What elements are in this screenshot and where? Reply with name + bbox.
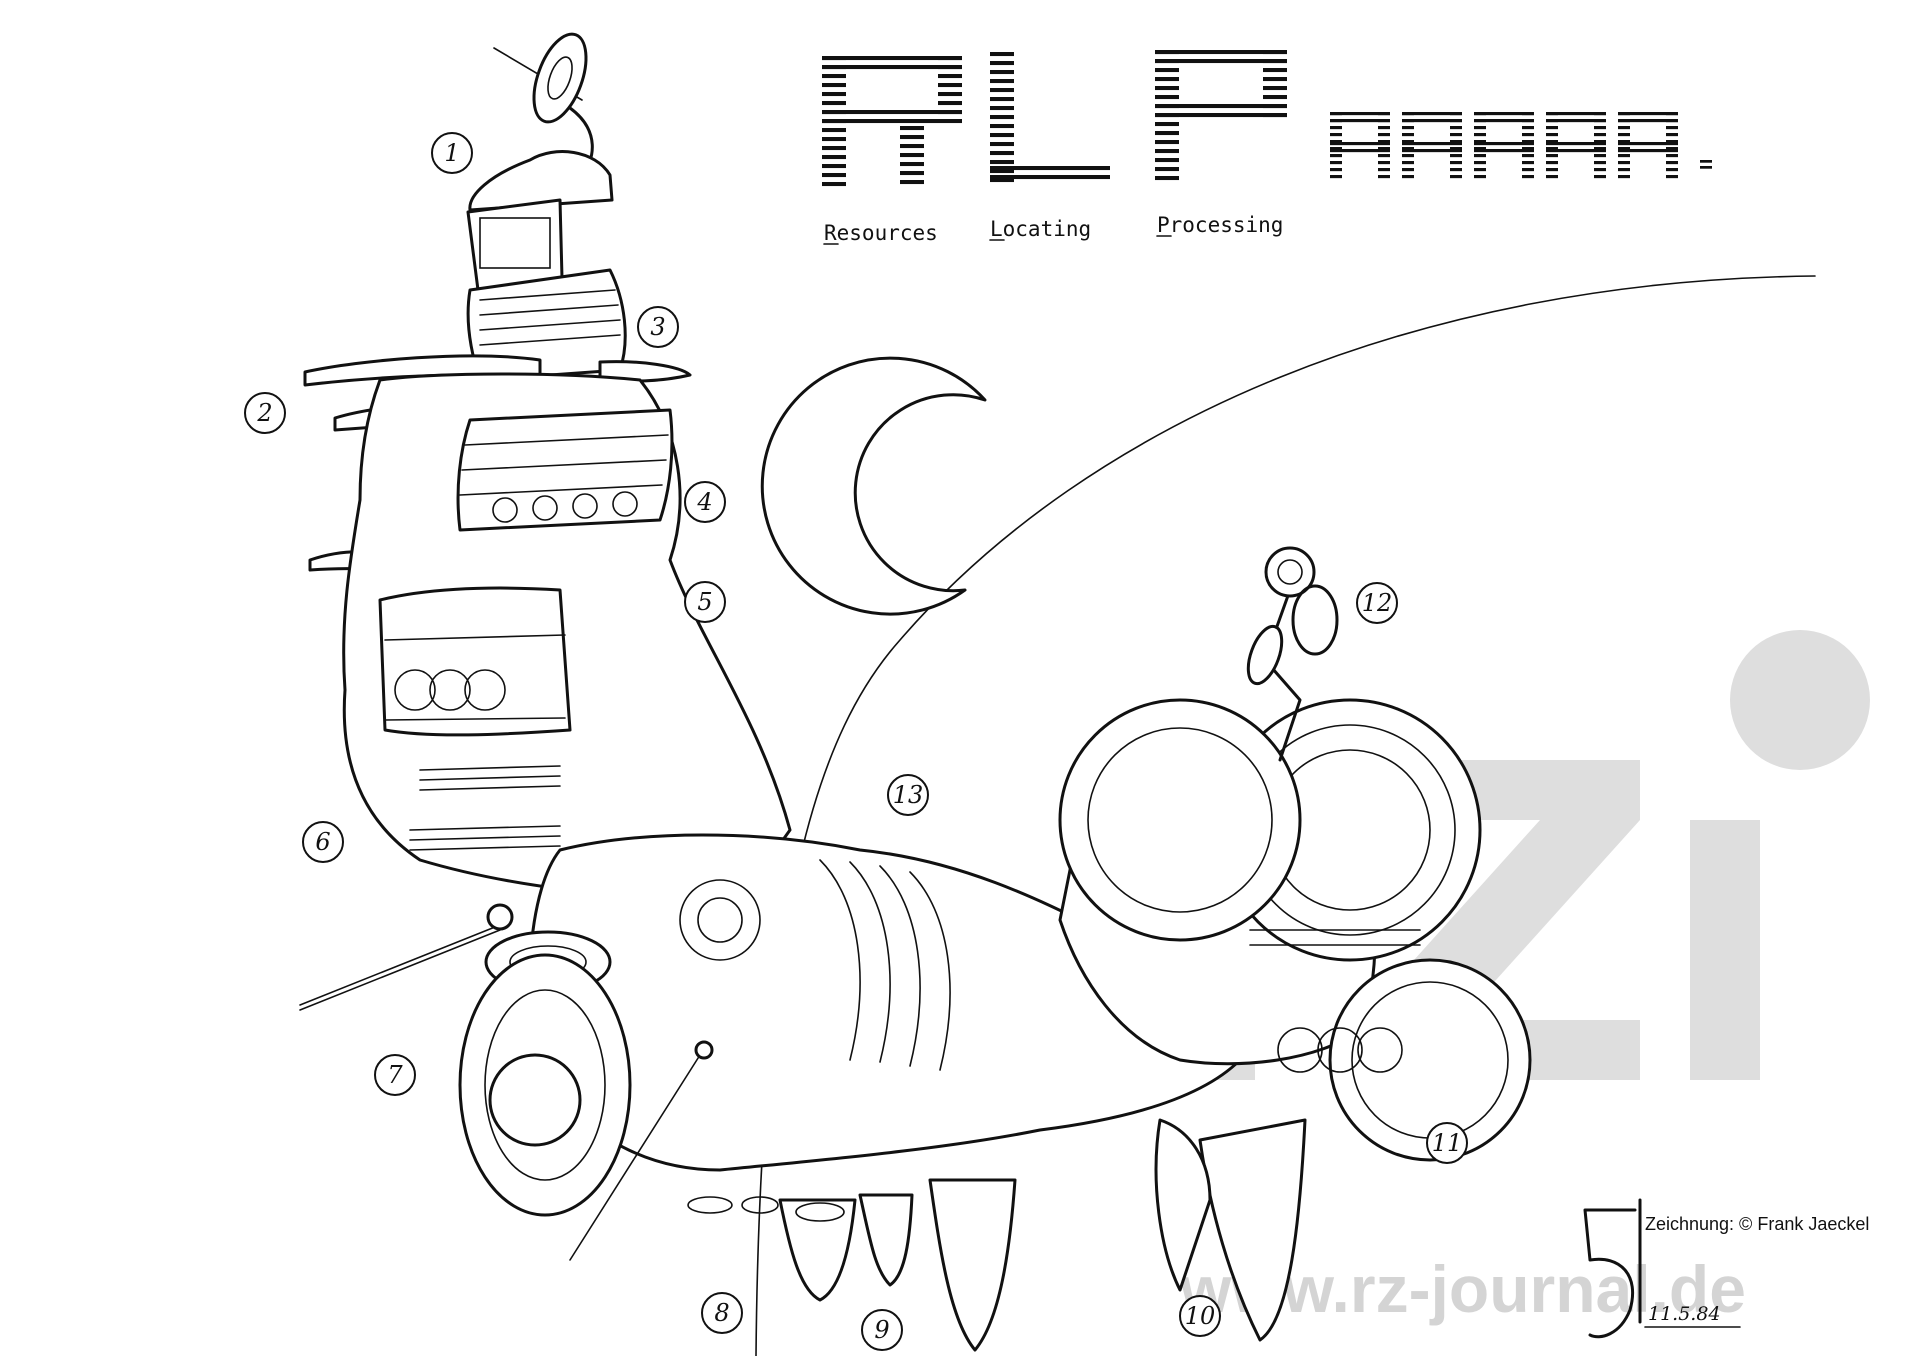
callout-4: 4 [684,481,726,523]
callout-13: 13 [887,774,929,816]
callout-2: 2 [244,392,286,434]
callout-3: 3 [637,306,679,348]
subtitle-locating: Locating [990,217,1091,241]
callout-11: 11 [1426,1122,1468,1164]
callout-number: 7 [387,1061,403,1089]
callout-8: 8 [701,1292,743,1334]
raum-3-logo [1330,112,1712,179]
subtitle-resources: Resources [824,221,938,245]
callout-1: 1 [431,132,473,174]
callout-5: 5 [684,581,726,623]
artist-signature [1583,1198,1741,1339]
spaceship-drawing [299,32,1532,1352]
callout-number: 3 [650,313,665,341]
subtitle-processing: Processing [1157,213,1283,237]
callout-9: 9 [861,1309,903,1351]
callout-number: 13 [893,781,924,809]
callout-10: 10 [1179,1295,1221,1337]
callout-number: 5 [697,588,712,616]
crescent-moon [760,356,987,616]
callout-number: 6 [315,828,330,856]
callout-12: 12 [1356,582,1398,624]
callout-number: 12 [1362,589,1393,617]
callout-6: 6 [302,821,344,863]
drawing-credit: Zeichnung: © Frank Jaeckel [1645,1214,1869,1234]
callout-number: 9 [874,1316,889,1344]
callout-7: 7 [374,1054,416,1096]
callout-number: 11 [1432,1129,1463,1157]
rlp-logo [822,50,1287,187]
signature-date: 11.5.84 [1648,1303,1721,1325]
callout-number: 10 [1185,1302,1216,1330]
callout-number: 2 [256,399,272,427]
callout-number: 4 [696,488,712,516]
callout-number: 1 [444,139,459,167]
callout-number: 8 [714,1299,729,1327]
